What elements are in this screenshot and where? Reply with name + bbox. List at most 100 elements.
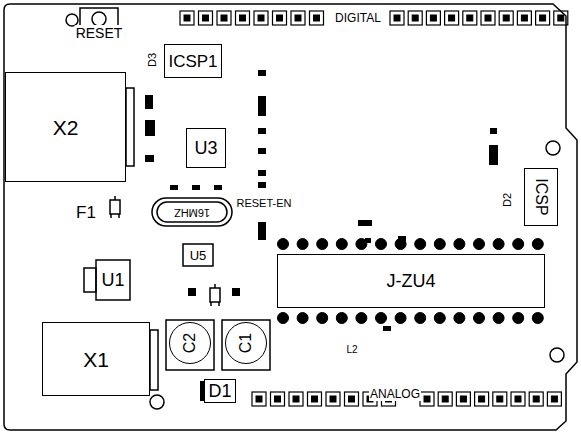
part-label: U1	[100, 270, 125, 290]
chip-body	[183, 244, 213, 266]
jack-body	[150, 330, 158, 390]
smd-part	[490, 128, 497, 134]
socket-pin	[493, 239, 504, 250]
header-pin	[426, 11, 440, 25]
header-pin	[481, 11, 495, 25]
part-label: L2	[345, 344, 358, 356]
transistor	[210, 284, 220, 306]
part-label: U3	[194, 139, 217, 157]
header-pad	[485, 15, 491, 21]
header-pad	[503, 15, 509, 21]
crystal-label: 16MHZ	[173, 206, 211, 219]
header-pin	[536, 11, 550, 25]
smd-part	[170, 185, 178, 190]
icsp-header: ICSP	[524, 168, 558, 226]
capacitor-symbol: C2	[169, 322, 211, 364]
crystal-inner	[157, 202, 227, 222]
part-label: ICSP	[533, 178, 549, 215]
socket-pin	[356, 313, 367, 324]
socket-pin	[297, 239, 308, 250]
capacitor-base	[222, 320, 270, 370]
socket-pin	[434, 313, 445, 324]
header-pad	[258, 15, 264, 21]
header-pin	[463, 11, 477, 25]
power-jack: X1	[42, 322, 150, 396]
capacitor-base	[166, 320, 214, 370]
header-pad	[467, 15, 473, 21]
header-pad	[558, 15, 564, 21]
header-pin	[345, 392, 359, 406]
header-pad	[430, 15, 436, 21]
socket-pin	[395, 313, 406, 324]
mounting-hole	[550, 348, 564, 362]
header-pad	[497, 396, 503, 402]
header-pad	[424, 396, 430, 402]
header-pin	[254, 11, 268, 25]
icsp-header: ICSP1	[164, 44, 222, 78]
header-pad	[221, 15, 227, 21]
socket-pin	[317, 313, 328, 324]
header-pin	[291, 11, 305, 25]
header-pin	[456, 392, 470, 406]
header-pin	[408, 11, 422, 25]
socket-pin	[317, 239, 328, 250]
part-label: RESET	[75, 25, 124, 41]
header-pin	[438, 392, 452, 406]
header-pin	[390, 11, 404, 25]
header-pin	[310, 11, 324, 25]
part-label: J-ZU4	[387, 272, 436, 290]
header-pad	[412, 15, 418, 21]
smd-part	[145, 155, 154, 162]
part-label: X2	[53, 117, 79, 138]
header-pin	[180, 11, 194, 25]
smd-part	[145, 95, 153, 109]
header-pad	[521, 15, 527, 21]
header-pin	[554, 11, 568, 25]
transistor	[110, 196, 120, 218]
socket-pin	[454, 313, 465, 324]
header-pad	[330, 396, 336, 402]
smd-part	[188, 288, 196, 296]
part-label: C1	[238, 333, 254, 353]
header-pin	[547, 392, 561, 406]
header-pad	[240, 15, 246, 21]
socket-pin	[474, 239, 485, 250]
header-pad	[203, 15, 209, 21]
smd-part	[258, 148, 266, 154]
header-pad	[515, 396, 521, 402]
socket-pin	[278, 313, 289, 324]
socket-pin	[376, 313, 387, 324]
part-label: D1	[208, 382, 231, 400]
reset-button-cap	[92, 12, 106, 26]
header-pad	[293, 396, 299, 402]
socket-pin	[415, 239, 426, 250]
smd-part	[145, 120, 155, 136]
crystal-body	[152, 198, 232, 226]
part-label: ICSP1	[168, 53, 217, 70]
part-label: C2	[182, 333, 198, 353]
smd-part	[358, 220, 372, 226]
header-pad	[394, 15, 400, 21]
capacitor-symbol: C1	[225, 322, 267, 364]
header-pin	[499, 11, 513, 25]
header-pin	[493, 392, 507, 406]
header-pin	[517, 11, 531, 25]
smd-part	[192, 185, 200, 190]
socket-pin	[532, 239, 543, 250]
socket-pin	[336, 239, 347, 250]
header-pin	[420, 392, 434, 406]
smd-part	[258, 182, 266, 188]
header-pin	[273, 11, 287, 25]
header-pin	[529, 392, 543, 406]
header-pin	[511, 392, 525, 406]
part-label: X1	[83, 349, 109, 370]
header-pin	[326, 392, 340, 406]
diode-symbol: D1	[204, 379, 235, 403]
header-pad	[312, 396, 318, 402]
smd-part	[214, 185, 222, 190]
header-pin	[271, 392, 285, 406]
socket-pin	[297, 313, 308, 324]
header-pad	[349, 396, 355, 402]
regulator-tab	[84, 268, 96, 292]
header-pin	[252, 392, 266, 406]
